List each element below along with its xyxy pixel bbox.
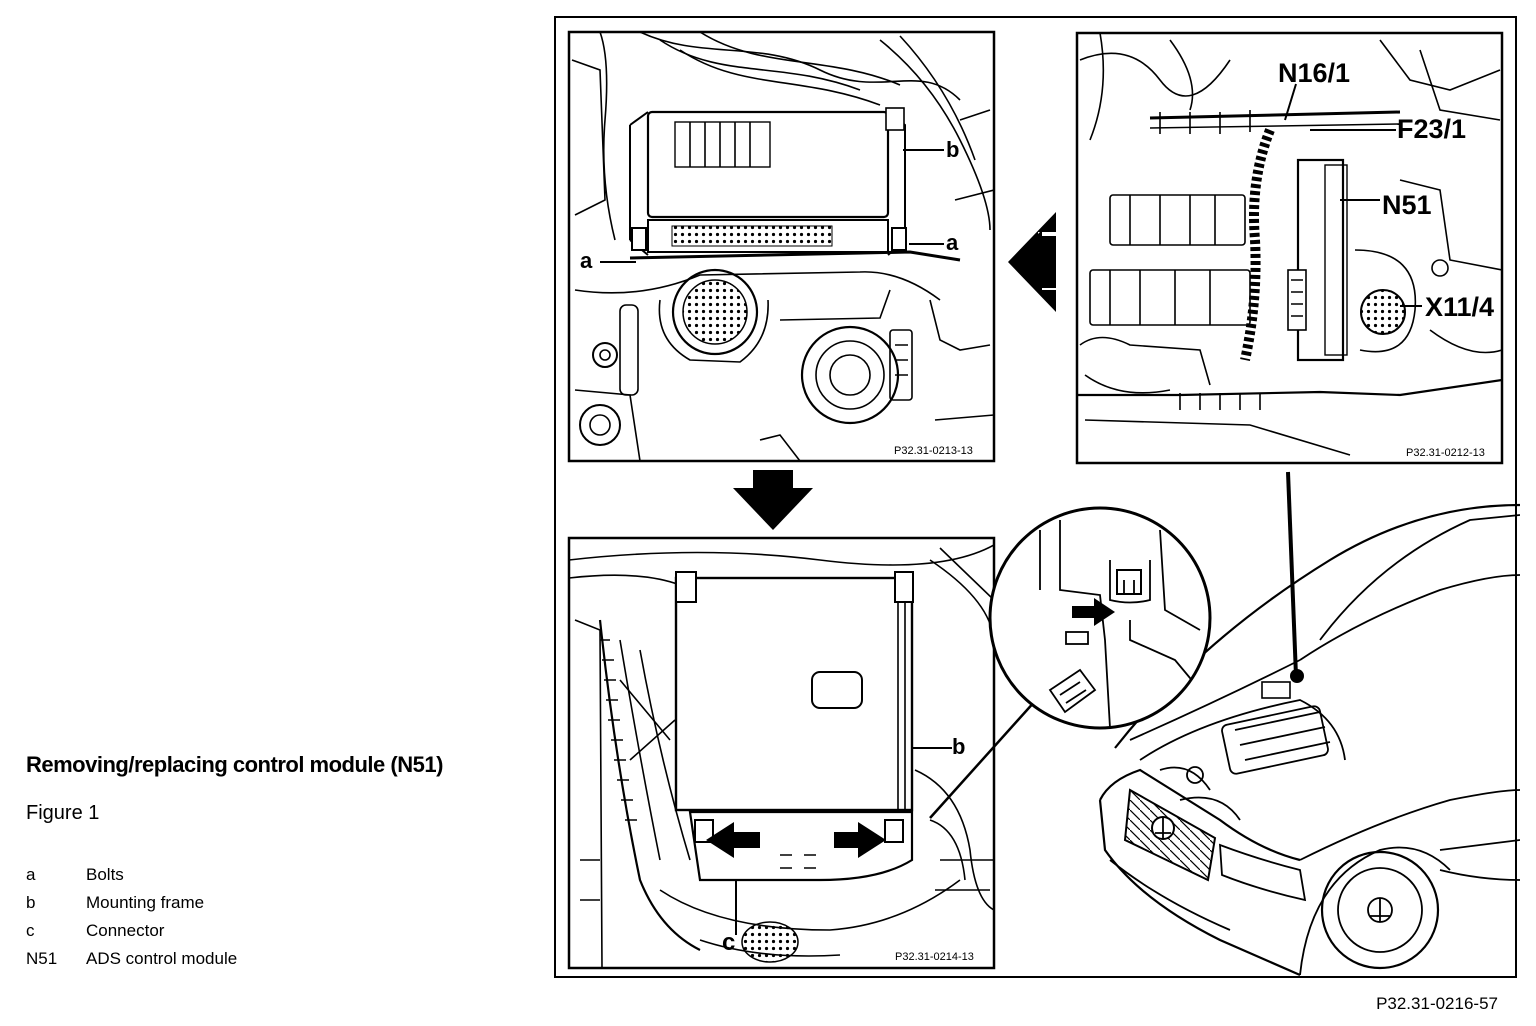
legend-row: a Bolts [26, 865, 237, 893]
panel-code: P32.31-0212-13 [1406, 447, 1485, 459]
detail-magnifier [929, 506, 1212, 819]
label-b: b [952, 734, 965, 759]
label-x11-4: X11/4 [1425, 292, 1494, 322]
outer-frame [554, 16, 1517, 978]
label-a-left: a [580, 248, 593, 273]
label-b: b [946, 137, 959, 162]
label-c: c [722, 929, 735, 956]
legend-table: a Bolts b Mounting frame c Connector N51… [26, 865, 237, 977]
caption-title: Removing/replacing control module (N51) [26, 752, 443, 777]
legend-key: b [26, 893, 36, 912]
label-f23-1: F23/1 [1397, 114, 1466, 144]
panel-top-right: N16/1 F23/1 N51 X11/4 P32.31-0212-13 [1075, 31, 1504, 465]
arrow-bolt-right-icon [834, 822, 886, 858]
legend-text: Connector [86, 921, 165, 940]
legend-text: Mounting frame [86, 893, 205, 912]
label-a-right: a [946, 230, 959, 255]
figure-reference-code: P32.31-0216-57 [1376, 994, 1498, 1013]
legend-row: c Connector [26, 921, 237, 949]
legend-key: a [26, 865, 36, 884]
panel-top-left: a a b P32.31-0213-13 [567, 30, 996, 463]
figure-caption: Removing/replacing control module (N51) … [26, 752, 443, 977]
panel-bottom-left: b c P32.31-0214-13 [567, 536, 996, 970]
panel-code: P32.31-0214-13 [895, 951, 974, 963]
arrow-bolt-left-icon [706, 822, 760, 858]
legend-text: Bolts [86, 865, 124, 884]
caption-figure-number: Figure 1 [26, 802, 100, 824]
legend-key: c [26, 921, 35, 940]
detail-arrow-icon [1072, 598, 1115, 626]
legend-row: b Mounting frame [26, 893, 237, 921]
car-illustration [1098, 471, 1520, 977]
legend-key: N51 [26, 949, 58, 968]
legend-text: ADS control module [86, 949, 238, 968]
arrow-down-icon [733, 488, 813, 530]
label-n51: N51 [1382, 190, 1432, 220]
legend-row: N51 ADS control module [26, 949, 237, 977]
panel-code: P32.31-0213-13 [894, 445, 973, 457]
label-n16-1: N16/1 [1278, 58, 1350, 88]
